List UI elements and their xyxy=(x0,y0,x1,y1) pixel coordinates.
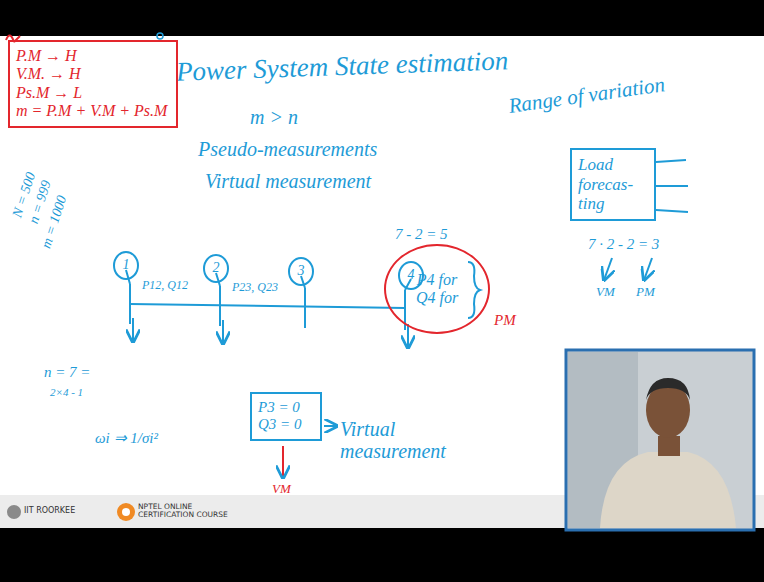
forecast-outputs xyxy=(656,160,688,212)
forecast-box: Load forecas- ting xyxy=(570,148,656,221)
flow-label: P23, Q23 xyxy=(232,281,278,294)
slide-title: Power System State estimation xyxy=(176,46,509,87)
node-text: 4 xyxy=(408,267,415,283)
bus-number: 2 xyxy=(203,254,229,283)
bus-number: 1 xyxy=(113,251,139,280)
line xyxy=(130,304,405,308)
note: Pseudo-measurements xyxy=(198,138,377,160)
load-arrow xyxy=(407,324,409,348)
nptel-logo xyxy=(117,503,135,521)
top-bar xyxy=(0,0,764,36)
node-text: V.M. → H xyxy=(16,65,170,83)
node-text: P.M → H xyxy=(16,47,170,65)
tag: VM xyxy=(272,482,291,496)
equation: 7 - 2 = 5 xyxy=(395,226,448,243)
node-text: m = P.M + V.M + Ps.M xyxy=(16,102,170,120)
node-text: 3 xyxy=(298,263,305,279)
pen-dot xyxy=(157,33,163,39)
pointer-arrow xyxy=(282,446,284,478)
webcam-inset xyxy=(566,350,754,530)
virtual-box: P3 = 0Q3 = 0 xyxy=(250,392,322,441)
tag: PM xyxy=(494,312,516,329)
node-text: Ps.M → L xyxy=(16,84,170,102)
node-text: 1 xyxy=(123,257,130,273)
load-arrow xyxy=(132,318,134,342)
node-text: Load forecas- ting xyxy=(578,155,648,214)
footer-text: IIT ROORKEE xyxy=(24,507,75,516)
load-arrow xyxy=(222,320,224,344)
nptel-logo-core xyxy=(122,508,130,516)
bus-bar xyxy=(304,288,306,328)
node-text: 2 xyxy=(213,260,220,276)
equation: ωi ⇒ 1/σi² xyxy=(95,430,158,447)
tag: PM xyxy=(636,285,655,299)
node-text: P3 = 0 xyxy=(258,399,314,416)
note: Virtual measurement xyxy=(205,170,371,192)
flow-label: P12, Q12 xyxy=(142,279,188,292)
equation: n = 7 = xyxy=(44,364,91,381)
pointer-arrow xyxy=(324,425,337,427)
pseudo-circle: P4 forQ4 for xyxy=(384,244,490,334)
bus-bar xyxy=(404,290,406,330)
brace xyxy=(468,262,480,318)
bus-system xyxy=(126,270,411,348)
person-shirt xyxy=(600,452,736,528)
tag: VM xyxy=(596,285,615,299)
bus-number: 3 xyxy=(288,257,314,286)
relation-note: m > n xyxy=(250,106,298,128)
pointer-arrow xyxy=(604,258,612,280)
institute-logo xyxy=(7,505,21,519)
footer-text: NPTEL ONLINE CERTIFICATION COURSE xyxy=(138,503,238,520)
person-hair xyxy=(646,378,690,400)
webcam-frame xyxy=(566,350,754,530)
heading-note: Range of variation xyxy=(507,73,666,118)
note: Virtual measurement xyxy=(340,418,470,462)
bottom-bar xyxy=(0,528,764,582)
node-text: Q3 = 0 xyxy=(258,416,314,433)
measurement-box: P.M → HV.M. → HPs.M → Lm = P.M + V.M + P… xyxy=(8,40,178,128)
node-text: Q4 for xyxy=(416,289,458,307)
pointer-arrow xyxy=(644,258,652,280)
person-neck xyxy=(658,436,680,456)
equation: 7 · 2 - 2 = 3 xyxy=(588,236,659,253)
equation: 2×4 - 1 xyxy=(50,386,83,398)
node-text: P4 for xyxy=(417,271,457,289)
